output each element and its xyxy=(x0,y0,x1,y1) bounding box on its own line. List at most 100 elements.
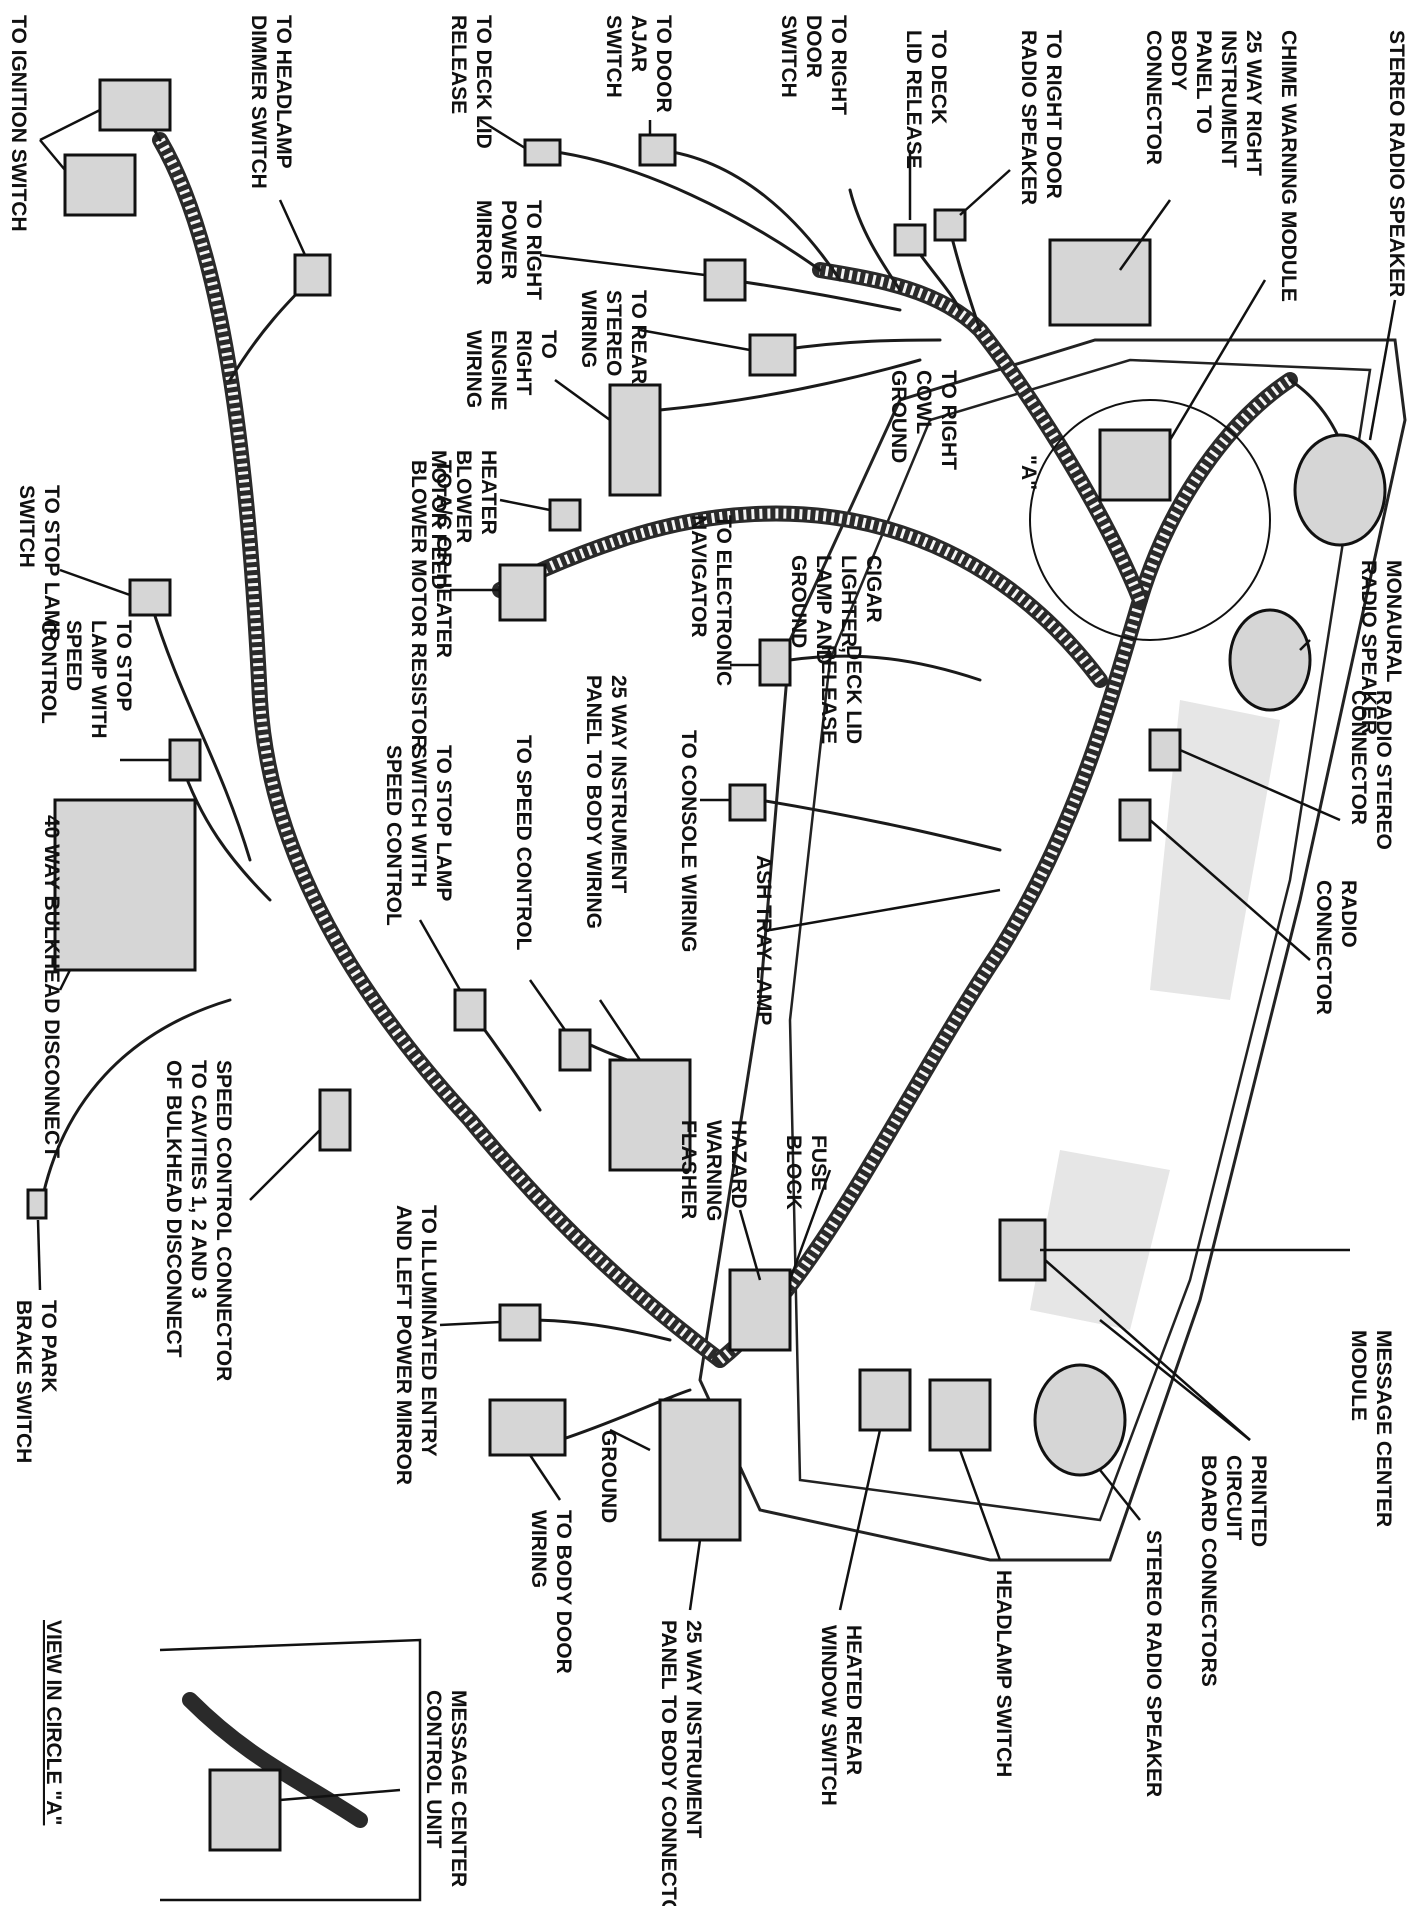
label-line: NAVIGATOR xyxy=(687,515,710,638)
engine-wiring-wire xyxy=(658,358,922,412)
main-harness-loom-texture xyxy=(155,137,724,1364)
label-line: LID RELEASE xyxy=(902,30,925,169)
stop-lamp-speed-connector xyxy=(168,738,202,782)
leader-engine-wiring xyxy=(554,378,611,422)
leader-stereo-speaker-top xyxy=(1368,299,1397,441)
label-line: TO ELECTRONIC xyxy=(712,515,735,686)
leader-heated-rear xyxy=(838,1429,882,1611)
deck-lid-top-connector xyxy=(893,223,927,257)
label-line: MOTOR FEED xyxy=(427,450,450,590)
rear-stereo-connector xyxy=(748,333,797,377)
leader-ignition-a xyxy=(39,108,101,142)
leader-headlamp-switch xyxy=(958,1449,1002,1561)
label-line: TO BODY DOOR xyxy=(552,1510,575,1674)
park-brake-wire xyxy=(38,998,232,1212)
deck-lid-connector-left xyxy=(523,138,562,167)
label-line: STEREO RADIO SPEAKER xyxy=(1142,1530,1165,1797)
label-line: BRAKE SWITCH xyxy=(12,1300,35,1463)
chime-module-box xyxy=(1048,238,1152,327)
label-line: STEREO xyxy=(602,290,625,376)
label-line: VIEW IN CIRCLE "A" xyxy=(42,1620,65,1825)
instrument-body-wiring-connector xyxy=(608,1058,692,1172)
label-line: FLASHER xyxy=(677,1120,700,1219)
console-connector xyxy=(728,783,767,822)
label-circle-a-marker: "A" xyxy=(1017,455,1040,490)
label-stereo-radio-speaker-bottom: STEREO RADIO SPEAKER xyxy=(1142,1530,1165,1797)
speed-control-bulkhead-connector xyxy=(318,1088,352,1152)
label-line: CONTROL UNIT xyxy=(422,1690,445,1848)
leader-25way-right xyxy=(1118,199,1172,271)
radio-connector xyxy=(1118,798,1152,842)
right-door-speaker-wire xyxy=(948,228,982,332)
dimmer-connector xyxy=(293,253,332,297)
stereo-speaker-bottom xyxy=(1033,1363,1127,1477)
callout-leaders xyxy=(36,108,1397,1802)
headlamp-switch-box xyxy=(928,1378,992,1452)
leader-body-door xyxy=(528,1454,562,1501)
heated-rear-window-switch-box xyxy=(858,1368,912,1432)
label-line: MONAURAL xyxy=(1382,560,1405,683)
leader-ash-tray xyxy=(769,888,1001,932)
label-line: MODULE xyxy=(1347,1330,1370,1421)
mirror-entry-wire xyxy=(528,1318,672,1342)
label-line: BLOWER MOTOR RESISTOR xyxy=(407,460,430,750)
leader-monaural xyxy=(1299,639,1311,651)
panel-shading-2 xyxy=(1030,1150,1170,1330)
label-line: TO xyxy=(537,330,560,359)
label-line: HEATED REAR xyxy=(842,1625,865,1775)
monaural-speaker xyxy=(1228,608,1312,712)
label-ground: GROUND xyxy=(597,1430,620,1523)
label-line: TO RIGHT xyxy=(827,15,850,115)
label-line: AJAR xyxy=(627,15,650,72)
leader-heater-blower xyxy=(499,498,551,512)
label-stereo-radio-speaker-top: STEREO RADIO SPEAKER xyxy=(1385,30,1408,297)
label-line: RADIO SPEAKER xyxy=(1357,560,1380,735)
label-line: WIRING xyxy=(577,290,600,368)
label-line: 25 WAY INSTRUMENT xyxy=(682,1620,705,1838)
body-door-wire xyxy=(558,1388,692,1442)
label-line: MIRROR xyxy=(472,200,495,285)
leader-pcb-a xyxy=(1044,1259,1251,1441)
leader-stereo-speaker-bottom xyxy=(1099,1469,1141,1521)
inset-control-unit xyxy=(208,1768,282,1852)
navigator-connector xyxy=(758,638,792,687)
leader-speed-control xyxy=(528,979,567,1031)
label-line: CIRCUIT xyxy=(1222,1455,1245,1540)
park-brake-connector xyxy=(26,1188,48,1220)
label-console-wiring: TO CONSOLE WIRING xyxy=(677,730,700,952)
label-line: OF BULKHEAD DISCONNECT xyxy=(162,1060,185,1358)
label-line: BLOWER xyxy=(452,450,475,543)
label-line: CONNECTOR xyxy=(1312,880,1335,1015)
label-line: TO DOOR xyxy=(652,15,675,113)
label-line: TO RIGHT xyxy=(522,200,545,300)
message-center-module-box xyxy=(1098,428,1172,502)
blower-resistor-connector xyxy=(498,563,547,622)
leader-speed-control-connector xyxy=(249,1129,321,1201)
label-line: WIRING xyxy=(462,330,485,408)
circle-a-outline xyxy=(1029,399,1271,641)
fuse-block-box xyxy=(728,1268,792,1352)
leader-25way-instrument xyxy=(598,999,642,1061)
label-line: DIMMER SWITCH xyxy=(247,15,270,189)
upper-harness-loom-texture xyxy=(716,375,1293,1364)
door-ajar-connector xyxy=(638,133,677,167)
label-line: TO DECK LID xyxy=(472,15,495,149)
label-line: TO DECK xyxy=(927,30,950,124)
label-line: INSTRUMENT xyxy=(1217,30,1240,168)
inset-harness xyxy=(182,1692,368,1828)
label-line: MESSAGE CENTER xyxy=(1372,1330,1395,1527)
instrument-body-connector xyxy=(658,1398,742,1542)
